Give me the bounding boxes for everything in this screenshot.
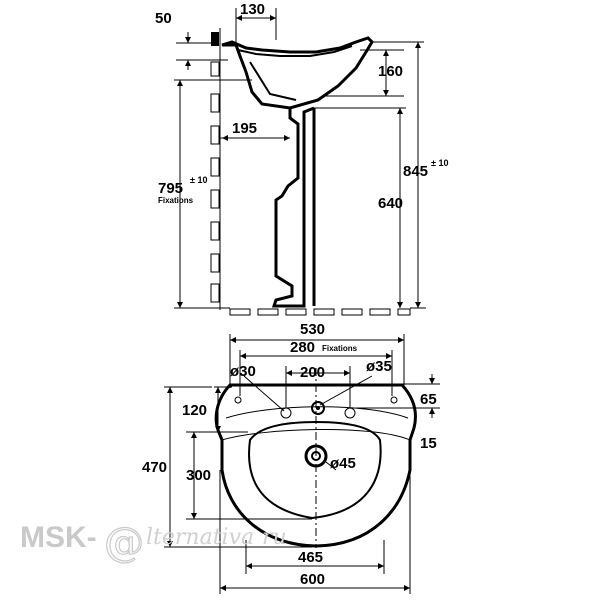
- dim-600-label: 600: [300, 571, 325, 588]
- dim-160-label: 160: [378, 63, 403, 80]
- dim-640-label: 640: [378, 195, 403, 212]
- wall: [210, 28, 411, 316]
- dim-845-label: 845: [403, 163, 428, 180]
- basin-profile: [221, 36, 374, 110]
- dim-795-label: 795: [158, 180, 183, 197]
- dim-15-label: 15: [420, 435, 437, 452]
- watermark-at: @: [104, 520, 144, 566]
- watermark-suffix: ru: [262, 525, 287, 550]
- dim-d35-label: ø35: [366, 358, 392, 375]
- dim-465-label: 465: [298, 549, 323, 566]
- pedestal: [271, 106, 315, 308]
- dim-130-label: 130: [240, 1, 265, 18]
- fixations-label-side: Fixations: [158, 196, 194, 205]
- side-view: 50 130 160 195 795 ± 10 Fixations 640 84…: [155, 1, 448, 316]
- fixations-label-top: Fixations: [322, 344, 358, 353]
- dim-d45-label: ø45: [330, 455, 356, 472]
- dim-65-label: 65: [420, 391, 437, 408]
- dim-50-label: 50: [155, 10, 172, 27]
- dim-300-label: 300: [186, 467, 211, 484]
- tap-hole-center: [311, 401, 325, 415]
- dim-200-label: 200: [300, 364, 325, 381]
- tap-hole-right: [344, 407, 356, 419]
- dim-795-tolerance: ± 10: [190, 175, 207, 185]
- dim-d30-label: ø30: [230, 363, 256, 380]
- top-view: 530 280 Fixations ø30 200 ø35 120 65 15 …: [142, 321, 440, 594]
- dim-845-tolerance: ± 10: [431, 158, 448, 168]
- dim-530-label: 530: [300, 321, 325, 338]
- watermark: MSK- @ lternativa ru: [20, 519, 287, 566]
- dim-195-label: 195: [232, 120, 257, 137]
- dim-470-label: 470: [142, 459, 167, 476]
- dim-280-label: 280: [290, 339, 315, 356]
- watermark-brand: MSK-: [20, 521, 97, 554]
- watermark-script: lternativa: [146, 525, 254, 550]
- dim-120-label: 120: [182, 402, 207, 419]
- bowl-outline: [248, 420, 382, 520]
